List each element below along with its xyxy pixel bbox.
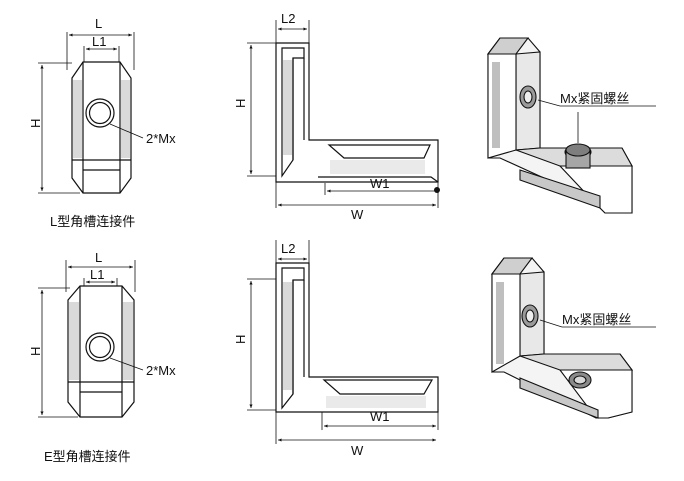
side-view-e-type: [275, 262, 439, 413]
dim-label-h-bottom: H: [28, 347, 43, 356]
screw-label-top: Mx紧固螺丝: [560, 91, 629, 106]
dim-label-holes-bottom: 2*Mx: [146, 363, 176, 378]
isometric-view-e-type: [490, 257, 634, 419]
dim-label-l-bottom: L: [95, 250, 102, 265]
side-dims-bottom: [247, 240, 439, 444]
isometric-view-l-type: [486, 37, 633, 214]
side-dims-top: [247, 20, 439, 208]
dim-label-l: L: [95, 16, 102, 31]
screw-label-bottom: Mx紧固螺丝: [562, 312, 631, 327]
caption-e-type: E型角槽连接件: [44, 449, 131, 464]
dim-label-w1-bottom: W1: [370, 409, 390, 424]
dim-l-top: [38, 32, 144, 194]
front-view-e-type: [67, 285, 135, 418]
front-view-l-type: [71, 61, 132, 194]
dim-label-w1: W1: [370, 176, 390, 191]
dim-label-l1-bottom: L1: [90, 267, 104, 282]
dimension-endpoint-dot: [434, 187, 440, 193]
dim-label-w-bottom: W: [351, 443, 364, 458]
screw-leader-top: [537, 99, 656, 143]
caption-l-type: L型角槽连接件: [50, 214, 135, 229]
dim-label-l2-bottom: L2: [281, 241, 295, 256]
screw-leader-bottom: [539, 319, 656, 328]
dim-label-l1: L1: [92, 34, 106, 49]
dim-label-h: H: [28, 119, 43, 128]
dim-label-l2: L2: [281, 11, 295, 26]
dim-label-holes: 2*Mx: [146, 131, 176, 146]
dim-l-bottom: [38, 260, 144, 418]
dim-label-w: W: [351, 207, 364, 222]
dim-label-h-side-bottom: H: [233, 335, 248, 344]
dim-label-h-side: H: [233, 99, 248, 108]
side-view-l-type: [275, 42, 439, 183]
